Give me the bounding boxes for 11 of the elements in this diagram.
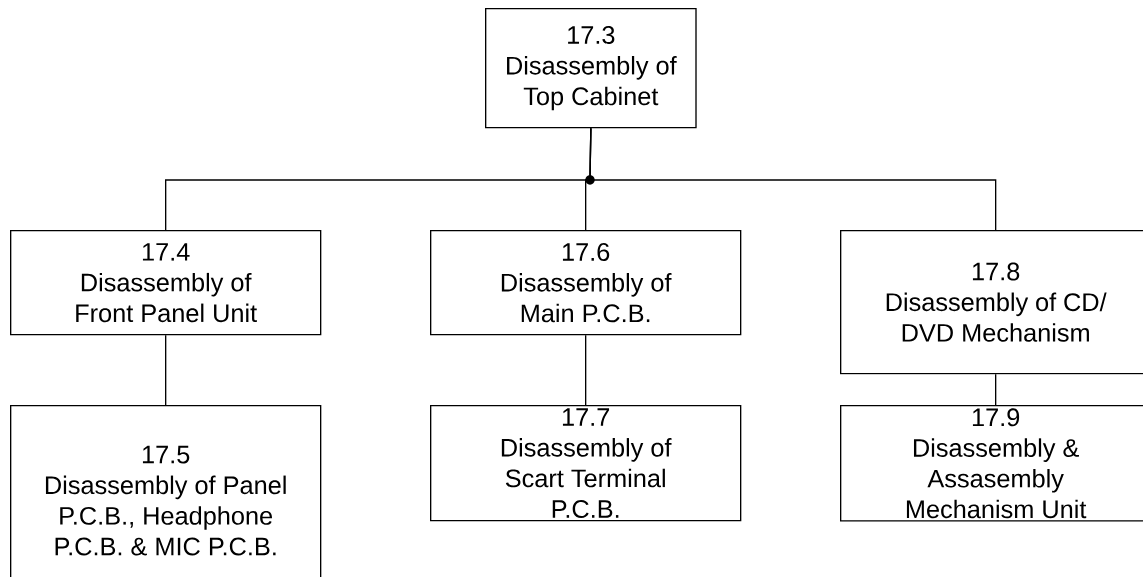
- connector-line: [589, 127, 997, 231]
- connector-line: [165, 334, 167, 406]
- connector-line: [585, 334, 587, 406]
- process-box: 17.9 Disassembly & Assasembly Mechanism Unit: [840, 405, 1143, 522]
- process-box: 17.5 Disassembly of Panel P.C.B., Headphone P.C.B. & MIC P.C.B.: [10, 405, 322, 577]
- process-box: 17.7 Disassembly of Scart Terminal P.C.B.: [430, 405, 742, 522]
- connector-line: [995, 373, 997, 406]
- process-box: 17.3 Disassembly of Top Cabinet: [485, 8, 697, 129]
- process-box: 17.4 Disassembly of Front Panel Unit: [10, 230, 322, 336]
- process-box: 17.8 Disassembly of CD/ DVD Mechanism: [840, 230, 1143, 375]
- process-box: 17.6 Disassembly of Main P.C.B.: [430, 230, 742, 336]
